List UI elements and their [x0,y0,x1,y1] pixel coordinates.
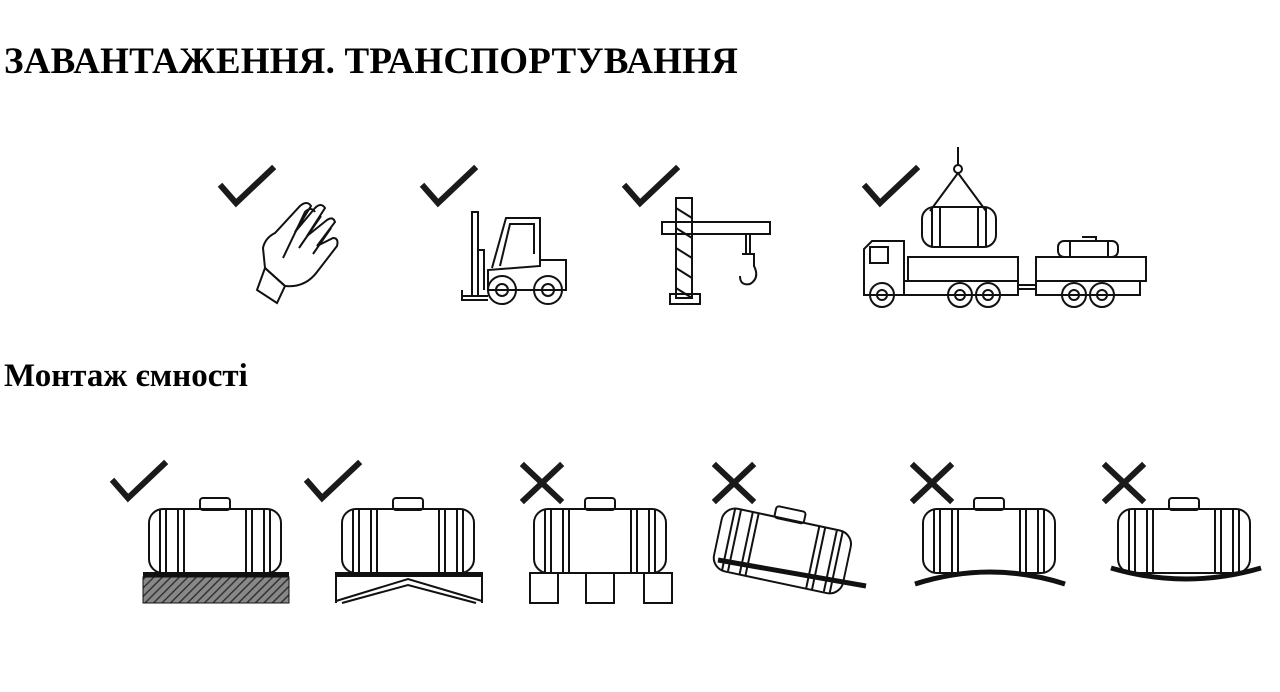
check-icon [109,459,169,503]
check-icon [303,459,363,503]
check-icon [861,164,921,208]
check-icon [621,164,681,208]
truck-with-trailer-icon [863,147,1147,308]
tank-icon [341,497,475,577]
cross-icon [711,461,757,505]
cross-icon [909,461,955,505]
concave-surface-icon [1110,565,1262,582]
solid-base-icon [142,572,290,604]
gloves-icon [255,202,339,305]
cross-icon [519,461,565,505]
check-icon [419,164,479,208]
section-title-loading-transport: ЗАВАНТАЖЕННЯ. ТРАНСПОРТУВАННЯ [4,41,739,82]
support-blocks-icon [529,572,673,604]
section-title-tank-installation: Монтаж ємності [4,358,248,394]
crane-icon [661,197,771,305]
cross-icon [1101,461,1147,505]
tank-icon [148,497,282,577]
forklift-icon [461,211,567,305]
tank-on-slope-icon [710,494,867,597]
check-icon [217,164,277,208]
convex-surface-icon [914,569,1066,587]
tank-icon [533,497,667,577]
frame-stand-icon [335,572,483,604]
